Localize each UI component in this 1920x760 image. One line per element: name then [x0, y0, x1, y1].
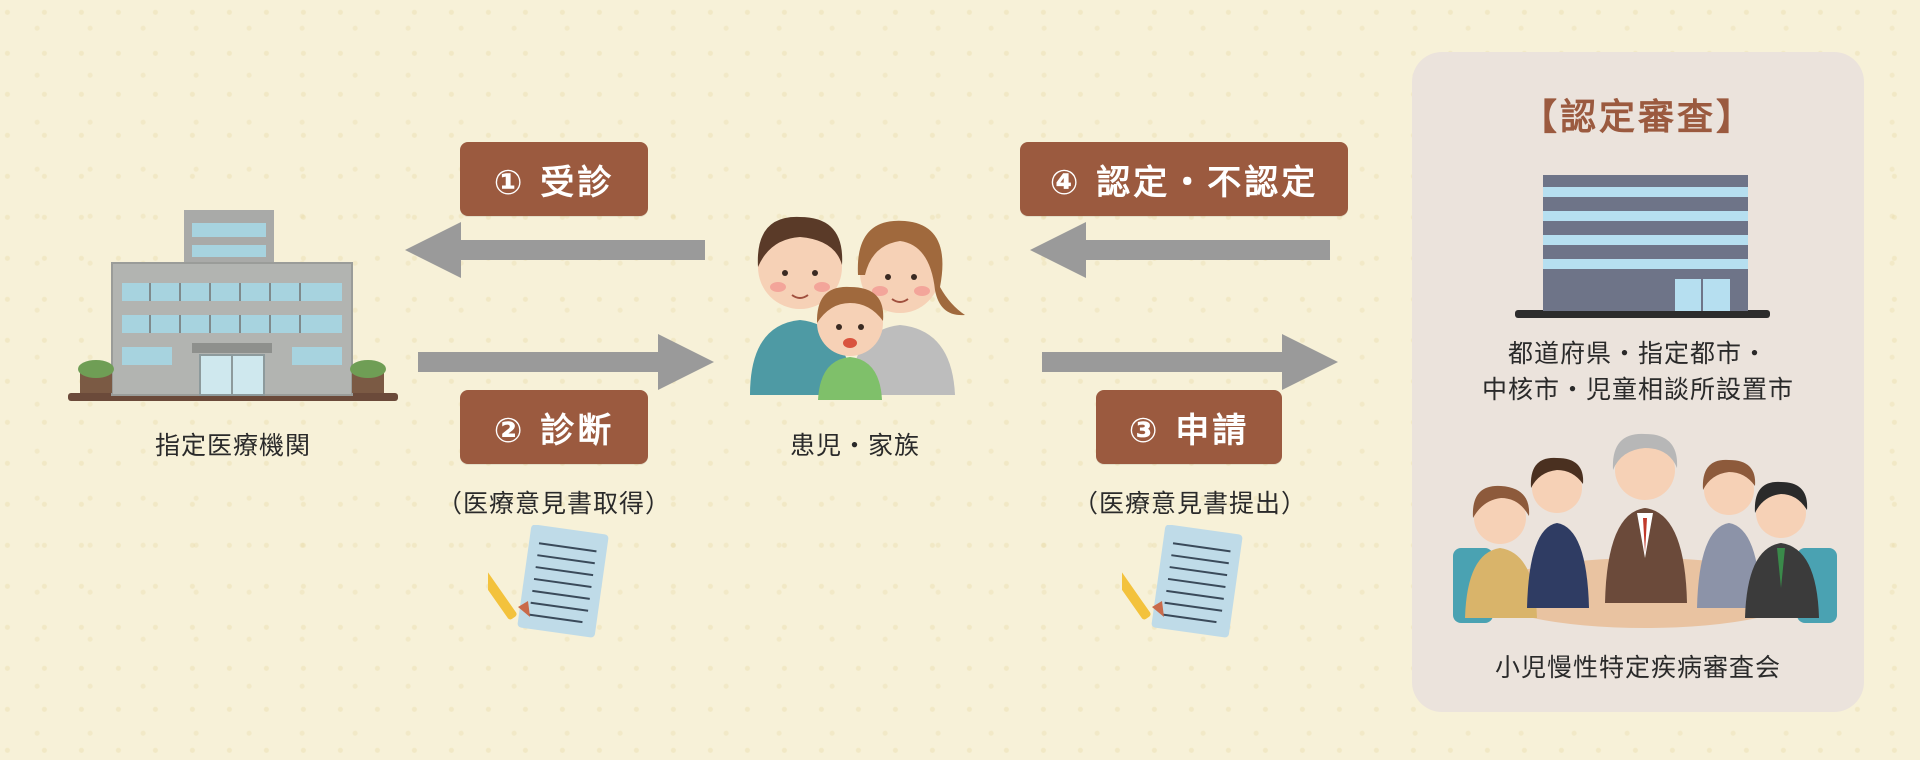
medical-document-icon — [1122, 525, 1243, 638]
step2-note: （医療意見書取得） — [436, 489, 671, 518]
hospital-building-icon — [68, 210, 398, 401]
step4-badge: ④ 認定・不認定 — [1020, 142, 1348, 216]
step3-badge: ③ 申請 — [1096, 390, 1282, 464]
panel-title: 【認定審査】 — [1520, 97, 1755, 138]
arrow-consultation — [405, 222, 705, 278]
arrow-diagnosis — [418, 334, 714, 390]
hospital-label: 指定医療機関 — [154, 431, 311, 460]
medical-document-icon — [488, 525, 609, 638]
step2-badge: ② 診断 — [460, 390, 648, 464]
step3-note: （医療意見書提出） — [1072, 489, 1307, 518]
government-building-icon — [1515, 175, 1770, 318]
arrow-application — [1042, 334, 1338, 390]
authority-label-line2: 中核市・児童相談所設置市 — [1481, 375, 1794, 404]
family-label: 患児・家族 — [789, 431, 920, 460]
authority-label-line1: 都道府県・指定都市・ — [1507, 339, 1768, 368]
committee-meeting-icon — [1453, 433, 1837, 628]
family-illustration-icon — [750, 216, 965, 400]
step1-badge: ① 受診 — [460, 142, 648, 216]
committee-label: 小児慢性特定疾病審査会 — [1494, 653, 1781, 682]
arrow-decision — [1030, 222, 1330, 278]
